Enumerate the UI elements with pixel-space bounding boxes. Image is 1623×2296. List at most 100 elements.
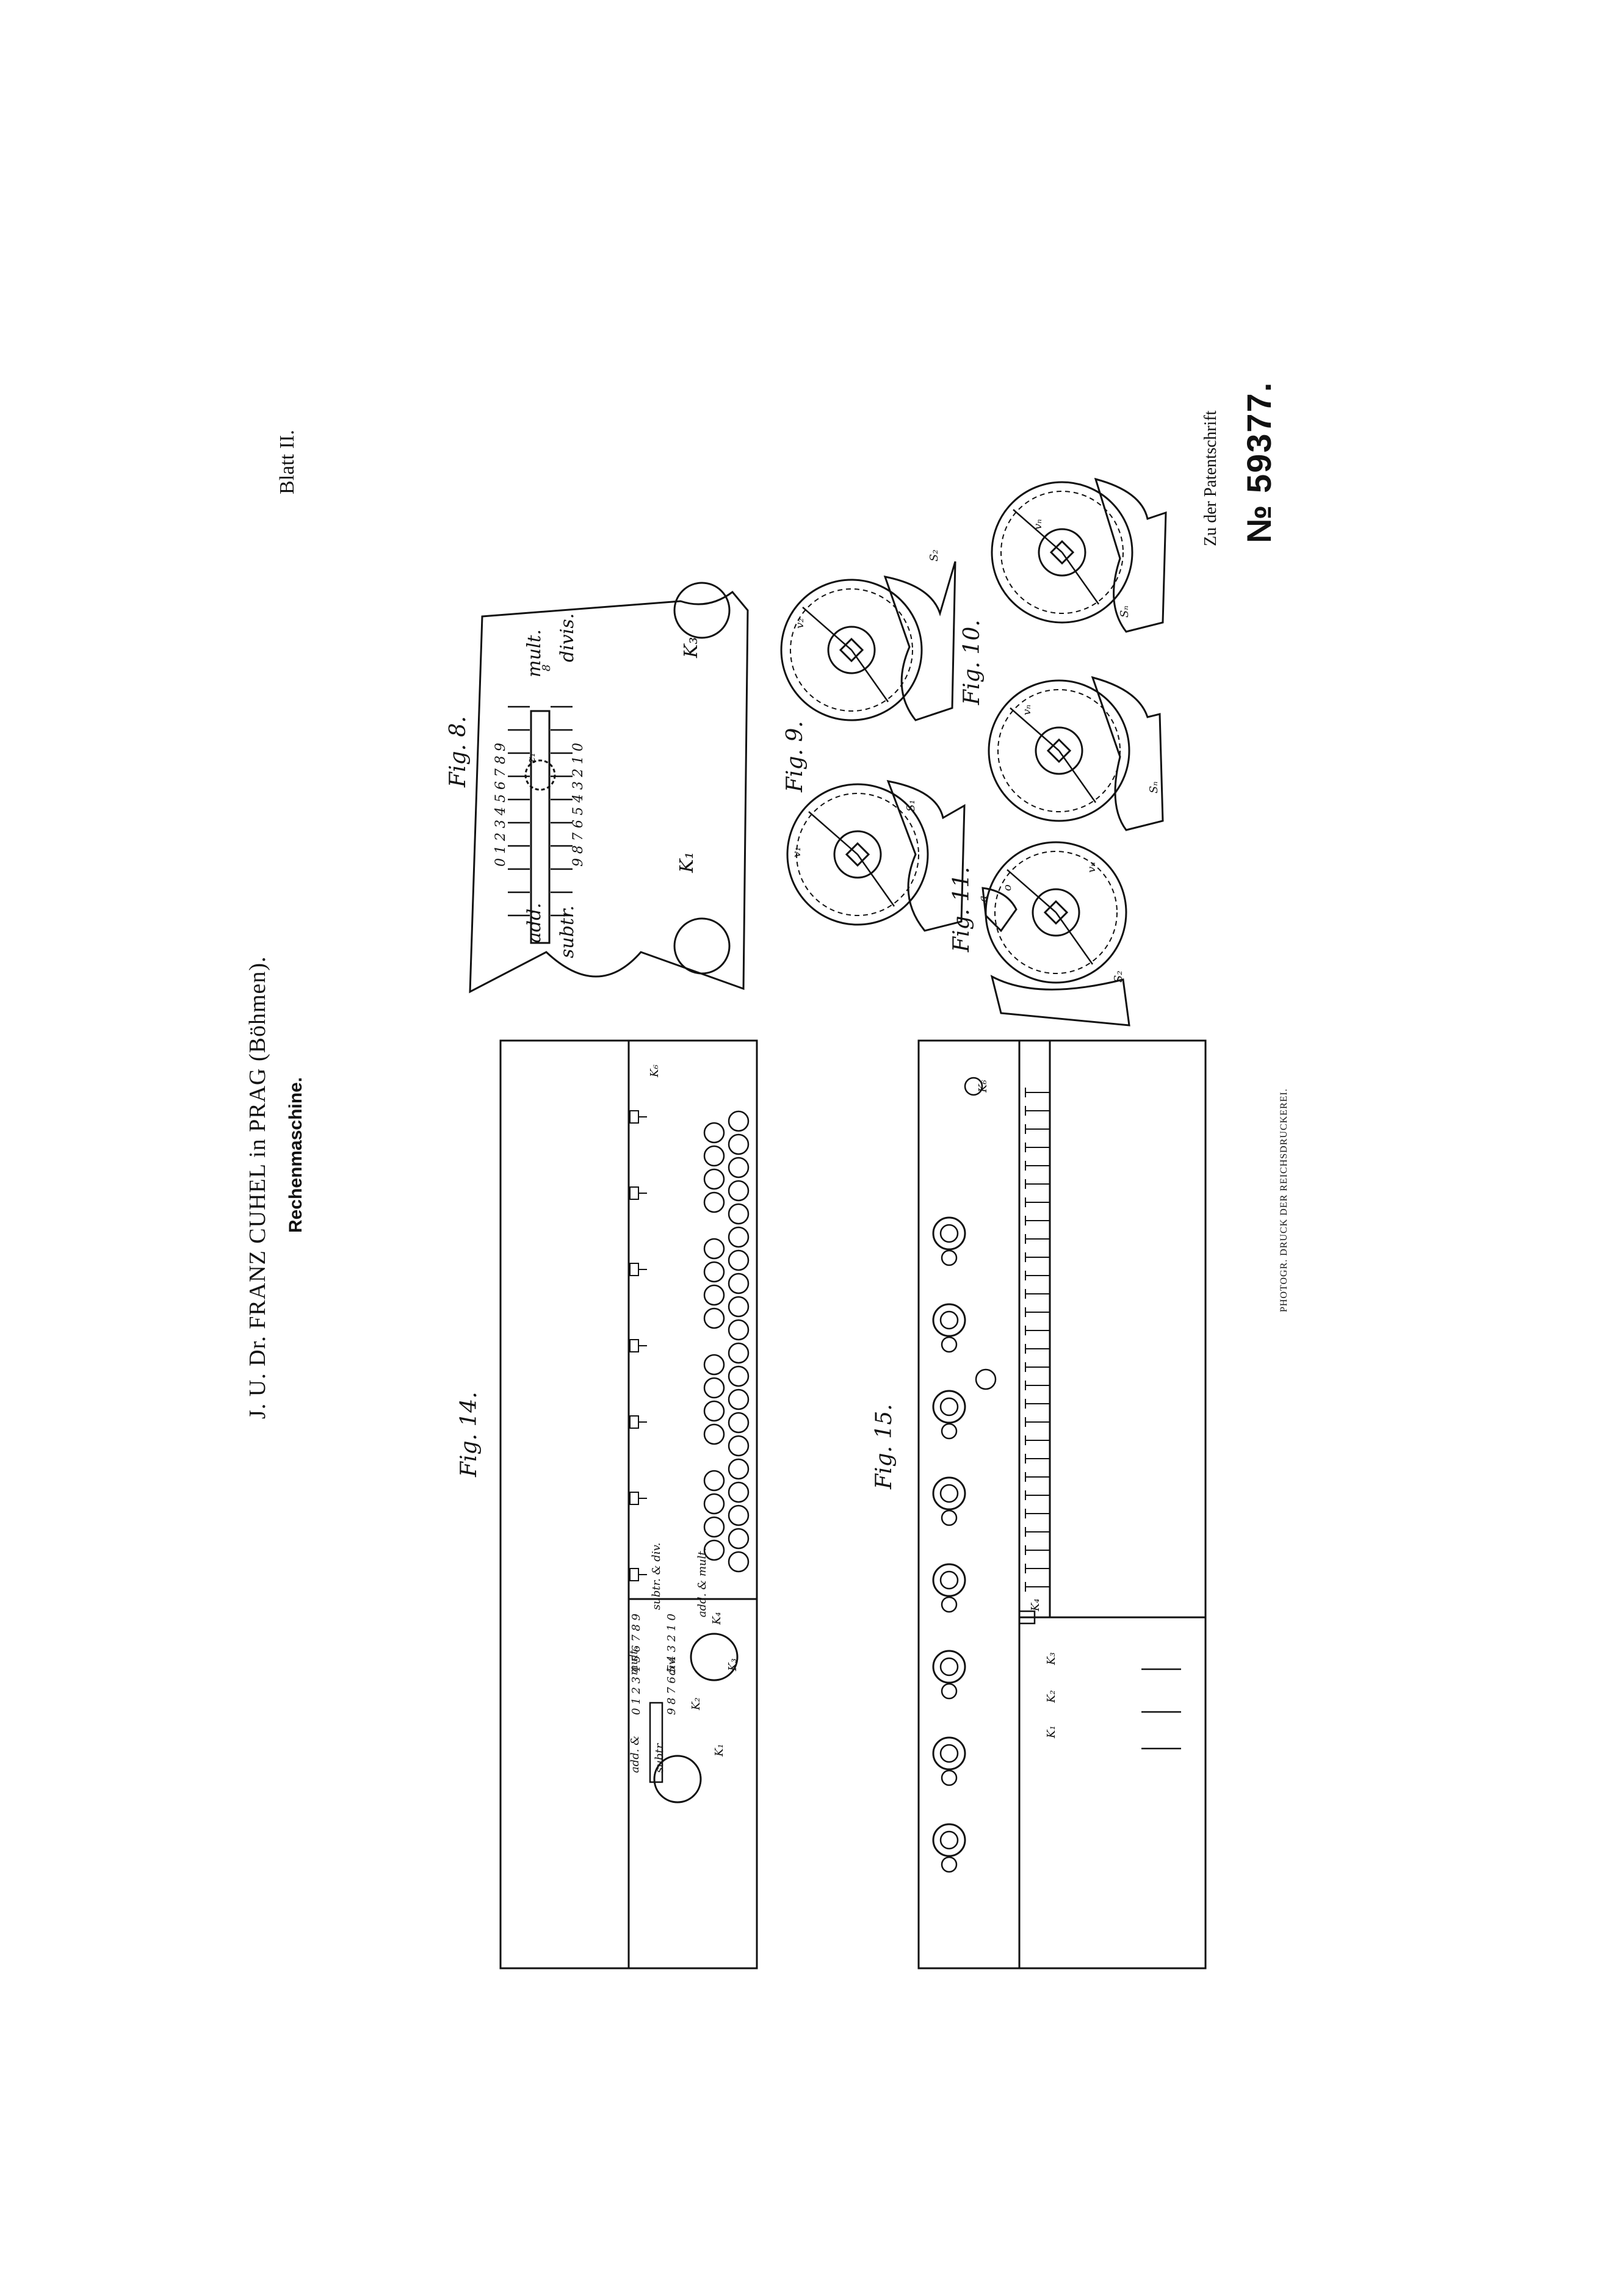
fig10-right-wheel: [991, 481, 1133, 624]
fig15-dial-pin: [941, 1336, 958, 1353]
fig14-key-odd: [728, 1412, 750, 1434]
fig11-label-o: o: [1001, 884, 1014, 891]
fig9-left-wheel: [786, 783, 929, 926]
fig14-key-odd: [728, 1319, 750, 1341]
fig15-dial-inner: [939, 1744, 959, 1763]
fig14-panel-subtr: subtr.: [653, 1741, 666, 1773]
fig14-key-odd: [728, 1180, 750, 1202]
fig8-slider-knob: [524, 759, 556, 791]
fig14-key-even: [703, 1238, 725, 1260]
fig9-right-square: [839, 637, 864, 663]
fig14-key-odd: [728, 1226, 750, 1248]
fig14-key-odd: [728, 1342, 750, 1364]
fig15-dial-outer: [932, 1476, 966, 1511]
fig10-left-hub: [1035, 726, 1083, 775]
fig15-center-pin: [975, 1368, 997, 1390]
fig14-label-k4: K₄: [710, 1612, 723, 1625]
fig9-label-v2: v₂: [793, 618, 806, 629]
fig15-dial-outer: [932, 1390, 966, 1424]
fig14-key-even: [703, 1191, 725, 1213]
fig14-key-odd: [728, 1157, 750, 1179]
fig14-key-odd: [728, 1365, 750, 1387]
fig15-k6-pin: [964, 1077, 983, 1096]
fig14-button-k3: [690, 1633, 739, 1681]
fig14-feeler: [629, 1415, 639, 1429]
fig14-feeler: [629, 1186, 639, 1200]
fig9-label-v1: v₁: [790, 847, 803, 857]
fig15-dial-inner: [939, 1657, 959, 1677]
fig9-right-stop: [883, 561, 956, 721]
fig11-wheel-inner: [994, 851, 1118, 974]
fig15-dial-outer: [932, 1216, 966, 1251]
fig10-right-hub: [1038, 528, 1086, 577]
patent-label: Zu der Patentschrift: [1201, 410, 1220, 546]
header-subtitle: Rechenmaschine.: [286, 1077, 306, 1233]
fig11-square: [1043, 900, 1069, 925]
fig15-label-k1: K₁: [1045, 1725, 1058, 1738]
fig14-key-even: [703, 1145, 725, 1167]
fig15-frame: [917, 1039, 1207, 1969]
fig14-key-even: [703, 1261, 725, 1283]
fig10-right-square: [1049, 540, 1075, 565]
fig9-left-stop: [886, 780, 966, 932]
fig14-panel-add: add. &: [629, 1735, 642, 1773]
fig14-caption: Fig. 14.: [457, 1392, 482, 1477]
fig14-key-even: [703, 1284, 725, 1306]
fig9-label-s2: S₂: [928, 549, 941, 561]
fig14-key-even: [703, 1377, 725, 1399]
fig15-caption: Fig. 15.: [872, 1404, 897, 1489]
fig8-label-add: add.: [524, 903, 545, 943]
fig11-label-s2: S₂: [1112, 970, 1125, 983]
fig14-key-odd: [728, 1458, 750, 1480]
fig14-panel-top-digits: 0 1 2 3 4 5 6 7 8 9: [630, 1613, 643, 1715]
fig8-button-k3: [673, 582, 731, 639]
fig14-key-odd: [728, 1435, 750, 1457]
fig9-right-spoke-2: [850, 649, 889, 702]
fig10-right-stop: [1094, 477, 1167, 633]
fig14-key-even: [703, 1307, 725, 1329]
fig9-right-wheel-inner: [790, 588, 913, 712]
fig8-label-divis: divis.: [557, 613, 578, 662]
fig10-label-sb: Sₙ: [1118, 605, 1131, 618]
fig11-spoke-2: [1055, 912, 1094, 965]
fig14-label-add-mult: add. & mult.: [696, 1547, 709, 1617]
fig9-left-spoke-2: [856, 854, 895, 907]
header-title: J. U. Dr. FRANZ CUHEL in PRAG (Böhmen).: [245, 956, 270, 1419]
fig14-key-even: [703, 1470, 725, 1492]
fig15-dial-inner: [939, 1830, 959, 1850]
fig15-label-k4: K₄: [1029, 1598, 1042, 1611]
fig11-label-vn: vₙ: [1085, 862, 1098, 873]
fig15-dial-outer: [932, 1736, 966, 1771]
fig14-key-odd: [728, 1296, 750, 1318]
fig9-right-hub: [827, 626, 876, 674]
fig8-label-k1: K₁: [676, 851, 698, 873]
fig8-top-digits: 0 1 2 3 4 5 6 7 8 9: [493, 743, 508, 867]
fig10-left-wheel-inner: [997, 689, 1121, 812]
fig9-label-s1: S₁: [905, 800, 917, 812]
fig10-left-stop: [1091, 676, 1164, 831]
fig15-dial-pin: [941, 1509, 958, 1526]
fig8-bottom-digits: 9 8 7 6 5 4 3 2 1 0: [571, 743, 586, 867]
fig9-left-square: [845, 842, 870, 867]
fig8-label-k3: K₃: [681, 637, 702, 658]
fig14-feeler: [629, 1263, 639, 1276]
fig15-dial-outer: [932, 1303, 966, 1337]
fig10-left-square: [1046, 738, 1072, 764]
fig11-hub: [1032, 888, 1080, 937]
fig14-feeler: [629, 1492, 639, 1505]
fig14-key-even: [703, 1354, 725, 1376]
fig15-dial-inner: [939, 1484, 959, 1503]
fig14-key-odd: [728, 1528, 750, 1550]
fig10-right-wheel-inner: [1000, 491, 1124, 614]
fig14-key-even: [703, 1493, 725, 1515]
fig15-dial-pin: [941, 1683, 958, 1700]
fig14-panel-slider: [649, 1702, 663, 1783]
fig14-feeler: [629, 1568, 639, 1581]
fig15-label-k6: K₆: [977, 1080, 989, 1092]
fig10-left-spoke: [1010, 707, 1060, 751]
fig14-key-odd: [728, 1481, 750, 1503]
fig14-label-k6: K₆: [648, 1064, 661, 1077]
fig14-button-k1: [653, 1755, 702, 1803]
